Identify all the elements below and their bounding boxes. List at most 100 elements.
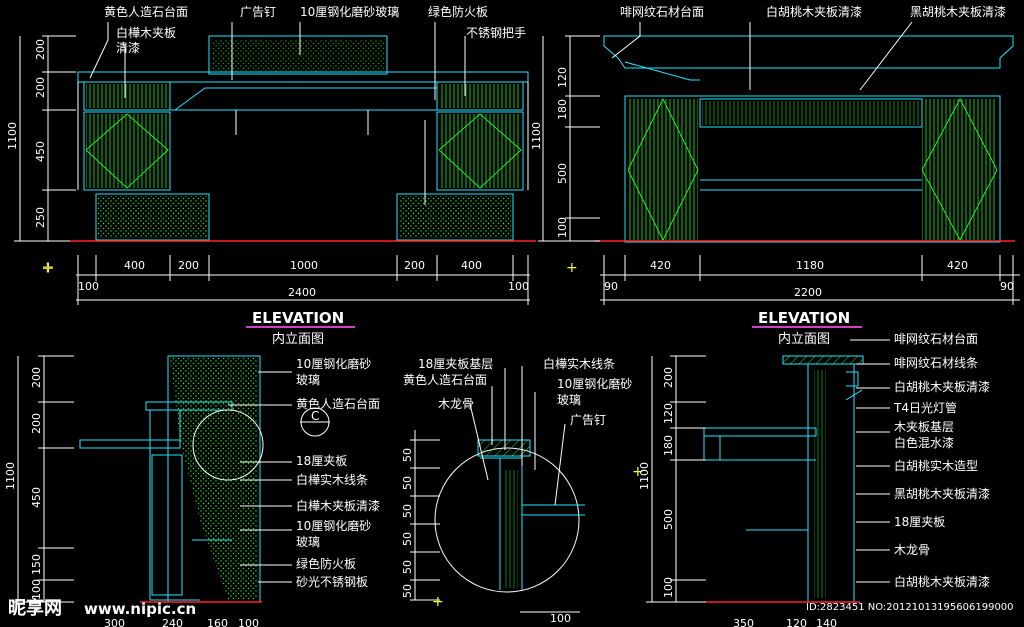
- d-label-6: 广告钉: [570, 413, 606, 427]
- elevation-2-drawing: +: [538, 21, 1020, 328]
- e1-hdim-1: 200: [178, 259, 199, 272]
- e2-label-2: 黑胡桃木夹板清漆: [910, 4, 1006, 19]
- s1-label-7: 玻璃: [296, 535, 320, 549]
- s1-vdim-4: 100: [30, 579, 43, 600]
- s2-label-4: 木夹板基层: [894, 420, 954, 434]
- e1-title: ELEVATION: [252, 309, 344, 327]
- e2-vdim-2: 500: [556, 163, 569, 184]
- s2-bottom-1: 120: [786, 617, 807, 627]
- svg-text:+: +: [632, 464, 644, 480]
- svg-text:+: +: [566, 260, 578, 276]
- s1-vtotal: 1100: [4, 462, 17, 490]
- d-vdim-4: 50: [401, 560, 414, 574]
- section-1-labels: 10厘钢化磨砂 玻璃 黄色人造石台面 18厘夹板 白樺实木线条 白樺木夹板清漆 …: [296, 357, 380, 589]
- e1-vdim-3: 250: [34, 207, 47, 228]
- d-vdim-3: 50: [401, 532, 414, 546]
- e2-hdim-1: 1180: [796, 259, 824, 272]
- e1-label-6: 不锈钢把手: [466, 26, 526, 40]
- s1-bottom-2: 160: [207, 617, 228, 627]
- d-label-3: 10厘钢化磨砂: [557, 377, 632, 391]
- d-label-0: 18厘夹板基层: [418, 357, 493, 371]
- e2-hdim-2: 420: [947, 259, 968, 272]
- s1-vdim-0: 200: [30, 367, 43, 388]
- s1-vdim-3: 150: [30, 554, 43, 575]
- detail-drawing: +: [410, 366, 585, 613]
- s1-vdim-2: 450: [30, 487, 43, 508]
- e2-hdim-0: 420: [650, 259, 671, 272]
- s2-label-0: 啡网纹石材台面: [894, 331, 978, 346]
- watermark-logo: 昵享网: [8, 597, 62, 619]
- right-drawer: [436, 81, 524, 111]
- d-vdim-1: 50: [401, 476, 414, 490]
- e1-vdim-1: 200: [34, 77, 47, 98]
- e2-htotal: 2200: [794, 286, 822, 299]
- e2-vtotal: 1100: [530, 122, 543, 150]
- s1-label-3: 18厘夹板: [296, 454, 347, 468]
- s2-vdim-1: 120: [662, 403, 675, 424]
- e1-label-5: 绿色防火板: [428, 4, 488, 19]
- s2-label-2: 白胡桃木夹板清漆: [894, 379, 990, 394]
- glass-hatch: [212, 39, 384, 71]
- left-door: [83, 111, 171, 191]
- s2-label-3: T4日光灯管: [893, 400, 957, 415]
- e1-label-3: 广告钉: [240, 5, 276, 19]
- e1-hdim-0: 400: [124, 259, 145, 272]
- glass-panel: [208, 35, 388, 75]
- s2-label-7: 黑胡桃木夹板清漆: [894, 486, 990, 501]
- e1-label-1: 白樺木夹板: [116, 25, 176, 40]
- e2-vdim-1: 180: [556, 99, 569, 120]
- s1-bottom-0: 300: [104, 617, 125, 627]
- s1-label-4: 白樺实木线条: [296, 472, 368, 487]
- e2-vdim-3: 100: [556, 217, 569, 238]
- section-1-drawing: [12, 355, 330, 603]
- s1-label-5: 白樺木夹板清漆: [296, 498, 380, 513]
- counter-top: [77, 71, 529, 83]
- s2-label-1: 啡网纹石材线条: [894, 356, 978, 370]
- s1-label-8: 绿色防火板: [296, 556, 356, 571]
- s1-label-0: 10厘钢化磨砂: [296, 357, 371, 371]
- watermark-id: ID:2823451 NO:20121013195606199000: [806, 602, 1014, 613]
- e1-hdim-4: 400: [461, 259, 482, 272]
- s2-label-8: 18厘夹板: [894, 515, 945, 529]
- s1-vdim-1: 200: [30, 413, 43, 434]
- d-vdim-0: 50: [401, 448, 414, 462]
- e1-vtotal: 1100: [6, 122, 19, 150]
- d-vdim-2: 50: [401, 504, 414, 518]
- d-label-5: 木龙骨: [438, 397, 474, 411]
- e1-subtitle: 内立面图: [272, 331, 324, 347]
- s2-vtotal: 1100: [638, 462, 651, 490]
- s2-label-10: 白胡桃木夹板清漆: [894, 574, 990, 589]
- s2-title: ELEVATION: [758, 309, 850, 327]
- right-door: [436, 111, 524, 191]
- s1-label-1: 玻璃: [296, 373, 320, 387]
- e2-hsmall-1: 90: [1000, 280, 1014, 293]
- s2-label-6: 白胡桃实木造型: [894, 458, 978, 473]
- e1-label-4: 10厘钢化磨砂玻璃: [300, 5, 399, 19]
- e1-vdim-2: 450: [34, 141, 47, 162]
- d-label-2: 白樺实木线条: [543, 356, 615, 371]
- s2-label-5: 白色混水漆: [894, 435, 954, 450]
- e2-label-1: 白胡桃木夹板清漆: [766, 4, 862, 19]
- s1-label-6: 10厘钢化磨砂: [296, 519, 371, 533]
- s2-vdim-0: 200: [662, 367, 675, 388]
- e1-htotal: 2400: [288, 286, 316, 299]
- svg-text:+: +: [42, 260, 54, 276]
- e2-label-0: 啡网纹石材台面: [620, 4, 704, 19]
- svg-text:+: +: [432, 594, 444, 610]
- s1-label-2: 黄色人造石台面: [296, 396, 380, 411]
- s2-subtitle: 内立面图: [778, 331, 830, 347]
- s2-vdim-2: 180: [662, 435, 675, 456]
- e1-label-2: 清漆: [116, 41, 140, 55]
- e1-hsmall-1: 100: [508, 280, 529, 293]
- e1-hdim-2: 1000: [290, 259, 318, 272]
- e1-vdim-0: 200: [34, 39, 47, 60]
- s1-marker: C: [311, 409, 319, 423]
- watermark-url: www.nipic.cn: [84, 600, 196, 618]
- s1-bottom-3: 100: [238, 617, 259, 627]
- s2-bottom-2: 140: [816, 617, 837, 627]
- s1-bottom-1: 240: [162, 617, 183, 627]
- e2-vdim-0: 120: [556, 67, 569, 88]
- d-bottom: 100: [550, 612, 571, 625]
- e2-hsmall-0: 90: [604, 280, 618, 293]
